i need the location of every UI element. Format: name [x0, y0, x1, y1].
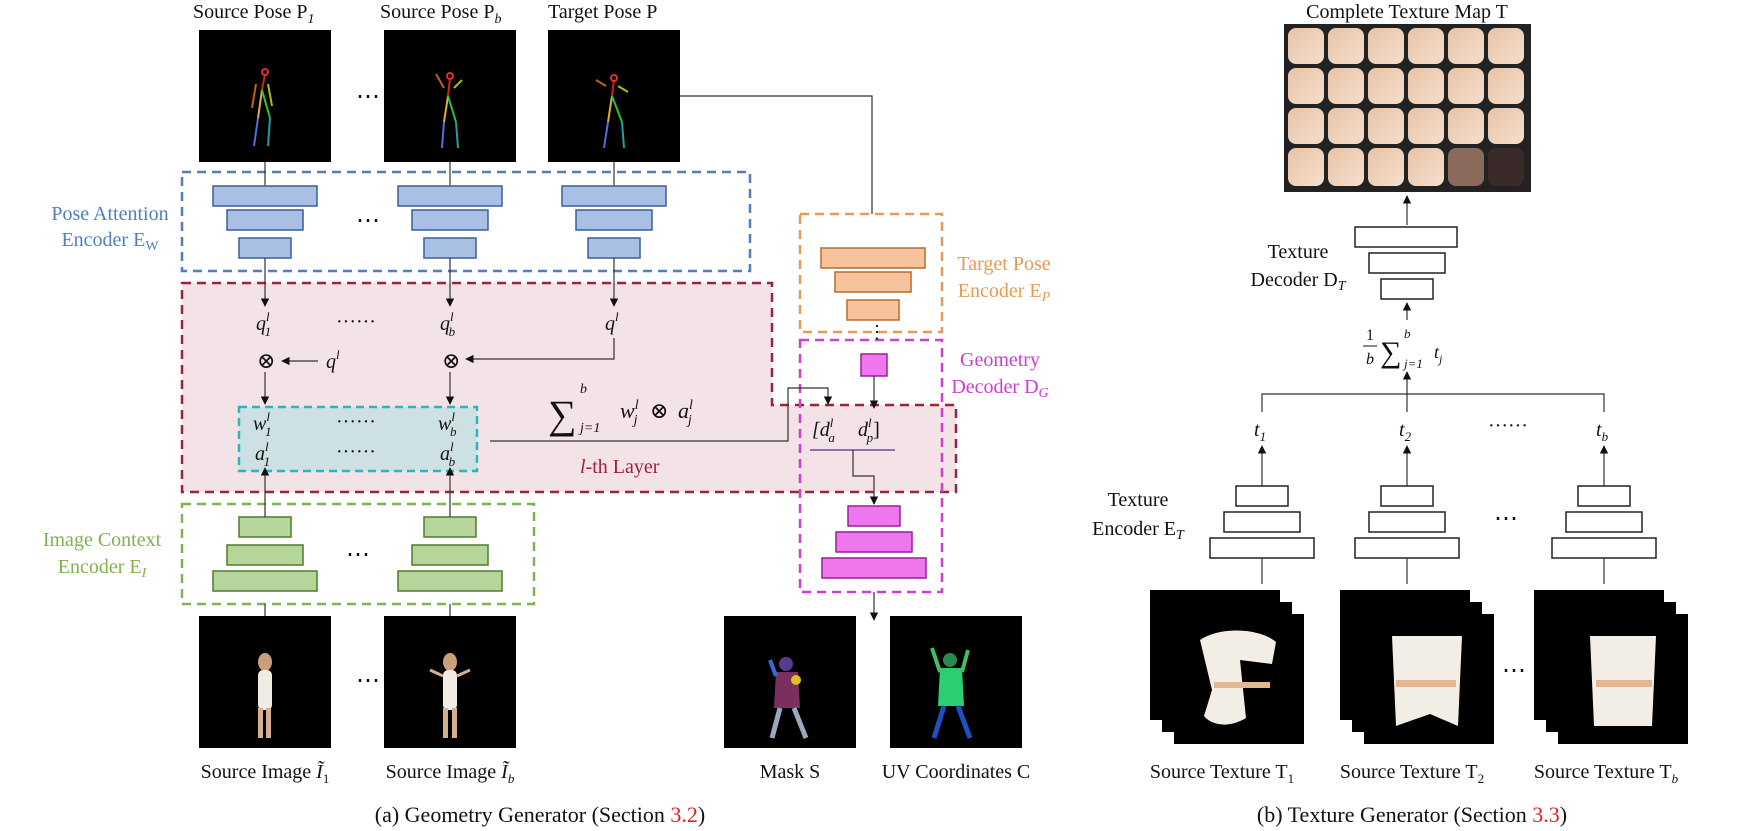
source-texture-stack-2 [1340, 590, 1494, 744]
pose-encoder-1 [212, 185, 318, 259]
source-pose-1-label: Source Pose P1 [193, 1, 314, 27]
image-encoder-1 [212, 516, 318, 592]
source-texture-1-label: Source Texture T1 [1150, 761, 1294, 786]
source-pose-1-image [199, 30, 331, 162]
pose-attention-label-1: Pose Attention [51, 203, 168, 225]
geometry-decoder [821, 505, 927, 579]
aggregation-connector [490, 387, 833, 442]
svg-text:tj: tj [1434, 342, 1443, 366]
texture-encoder-1 [1209, 485, 1315, 559]
texture-average-formula: 1 b ∑ b j=1 tj [1363, 326, 1443, 371]
texture-encoder-label-2: Encoder ET [1092, 518, 1185, 543]
svg-text:[dla: [dla [812, 415, 835, 445]
image-encoder-ellipsis: ⋯ [346, 542, 370, 568]
texture-encoder-ellipsis: ⋯ [1494, 506, 1518, 532]
pose-ellipsis: ⋯ [356, 84, 380, 110]
w-dots: ······ [336, 411, 376, 433]
source-image-ellipsis: ⋯ [356, 668, 380, 694]
t1-label: t1 [1254, 419, 1266, 444]
svg-text:dlp]: dlp] [858, 415, 880, 445]
source-pose-b-label: Source Pose Pb [380, 1, 501, 27]
target-pose-image [548, 30, 680, 162]
source-image-1-label: Source Image Ĩ1 [201, 759, 330, 786]
source-texture-b-label: Source Texture Tb [1534, 761, 1679, 786]
geometry-dec-label-2: Decoder DG [951, 376, 1048, 401]
complete-texture-map [1284, 24, 1531, 192]
uv-coordinates-image [890, 616, 1022, 748]
svg-text:alj: alj [678, 398, 693, 428]
texture-encoder-b [1551, 485, 1657, 559]
svg-text:j=1: j=1 [1402, 356, 1423, 371]
texture-encoder-2 [1354, 485, 1460, 559]
geometry-dec-label-1: Geometry [960, 349, 1040, 371]
source-texture-stack-b [1534, 590, 1688, 744]
otimes-1: ⊗ [257, 348, 275, 373]
uv-label: UV Coordinates C [882, 761, 1031, 783]
source-image-b [384, 616, 516, 748]
caption-b: (b) Texture Generator (Section 3.3) [1257, 802, 1567, 827]
svg-text:j=1: j=1 [578, 421, 600, 436]
source-texture-2-label: Source Texture T2 [1340, 761, 1484, 786]
texture-decoder-label-1: Texture [1268, 241, 1329, 263]
svg-text:b: b [1366, 351, 1374, 368]
pose-encoder-target [561, 185, 667, 259]
image-encoder-b [397, 516, 503, 592]
t2-label: t2 [1399, 419, 1412, 444]
texture-encoder-label-1: Texture [1108, 489, 1169, 511]
tb-label: tb [1596, 419, 1609, 444]
target-pose-encoder [820, 247, 926, 321]
attention-weights-box [237, 405, 479, 473]
lth-layer-label: l-th Layer [580, 456, 660, 478]
image-context-label-2: Encoder EI [58, 556, 148, 581]
pose-attention-encoder-box [180, 170, 752, 273]
pose-attention-label-2: Encoder EW [61, 229, 159, 254]
texture-decoder-label-2: Decoder DT [1251, 269, 1347, 294]
source-image-1 [199, 616, 331, 748]
svg-text:∑: ∑ [548, 392, 577, 437]
ql-label: ql [605, 309, 619, 335]
encoder-ellipsis-1: ⋯ [356, 208, 380, 234]
t-dots: ······ [1488, 415, 1528, 437]
pose-encoder-b [397, 185, 503, 259]
source-texture-stack-1 [1150, 590, 1304, 744]
source-texture-ellipsis: ⋯ [1502, 658, 1526, 684]
otimes-b: ⊗ [442, 348, 460, 373]
vertical-dots: ⋮ [868, 322, 886, 342]
q-dots: ······ [336, 311, 376, 333]
svg-text:b: b [1404, 326, 1411, 341]
svg-text:⊗: ⊗ [650, 398, 668, 423]
svg-text:wlj: wlj [620, 398, 639, 428]
target-pose-enc-label-2: Encoder EP [958, 280, 1051, 305]
target-pose-enc-label-1: Target Pose [957, 253, 1050, 275]
texture-decoder [1354, 226, 1458, 300]
complete-texture-map-label: Complete Texture Map T [1306, 1, 1508, 23]
svg-text:∑: ∑ [1380, 336, 1401, 369]
svg-text:b: b [580, 382, 587, 397]
geometry-decoder-box [798, 338, 944, 594]
caption-a: (a) Geometry Generator (Section 3.2) [375, 802, 705, 827]
target-pose-label: Target Pose P [548, 1, 657, 23]
source-image-b-label: Source Image Ĩb [386, 759, 515, 786]
geometry-decoder-latent [860, 353, 888, 377]
svg-text:1: 1 [1366, 327, 1374, 344]
image-context-label-1: Image Context [43, 529, 162, 551]
mask-image [724, 616, 856, 748]
a-dots: ······ [336, 441, 376, 463]
ql-side-label: ql [326, 347, 340, 373]
source-pose-b-image [384, 30, 516, 162]
target-pose-connector [680, 95, 877, 249]
mask-label: Mask S [760, 761, 821, 783]
